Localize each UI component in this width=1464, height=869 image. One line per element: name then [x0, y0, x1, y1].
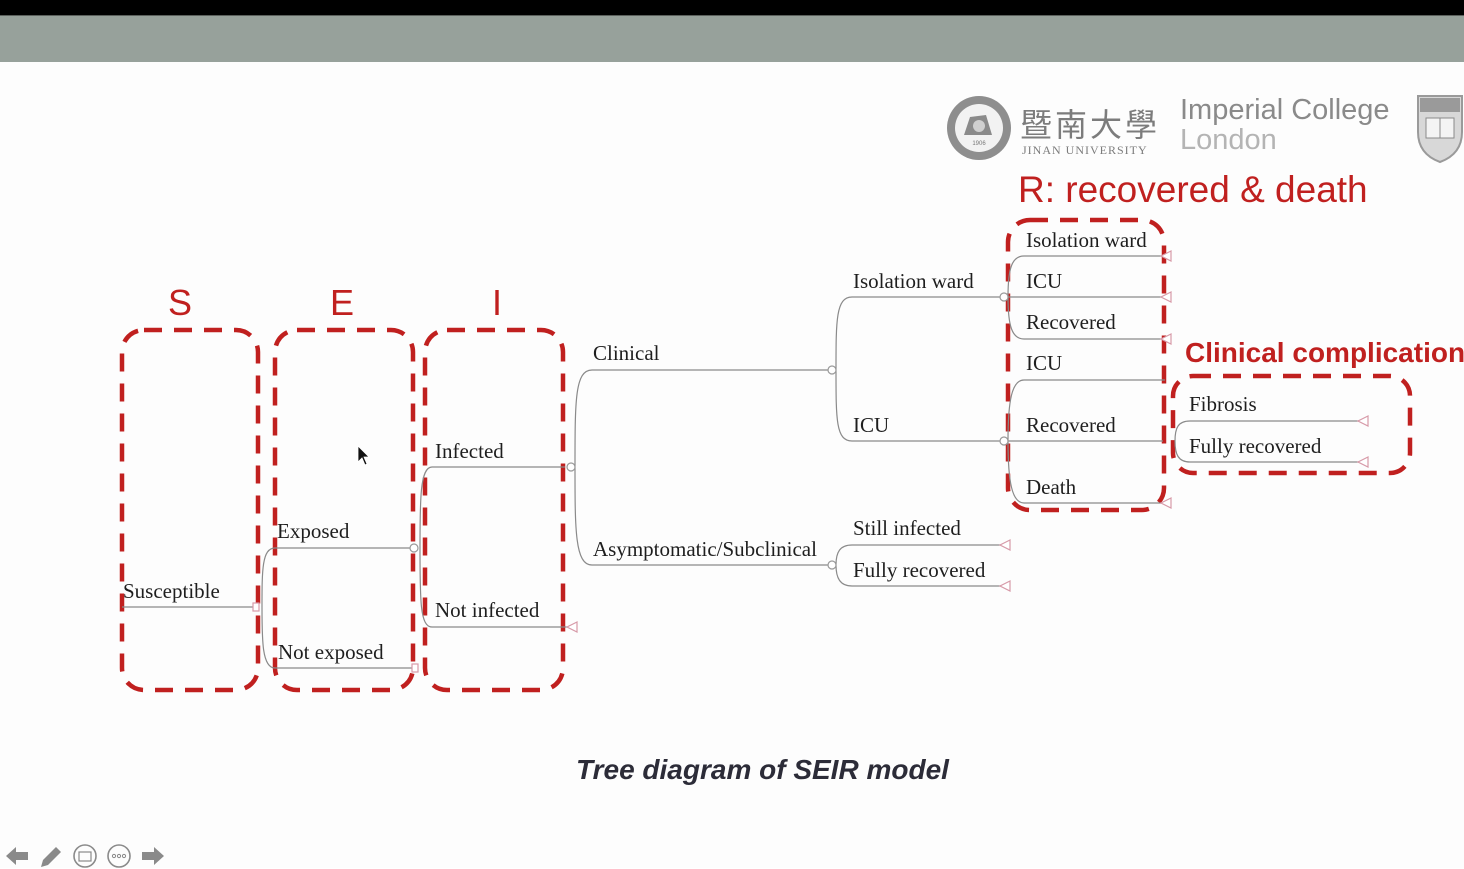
stage-label-s: S: [168, 282, 192, 323]
node-icu: ICU: [853, 413, 889, 437]
terminal-node: [1159, 497, 1172, 509]
terminal-node: [998, 580, 1011, 592]
node-fully-recovered: Fully recovered: [853, 558, 986, 582]
node-fibrosis: Fibrosis: [1189, 392, 1257, 416]
arrow-left-icon: [6, 847, 28, 865]
see-all-slides-button[interactable]: [72, 844, 98, 868]
node-asymptomatic: Asymptomatic/Subclinical: [593, 537, 817, 561]
node-still-infected: Still infected: [853, 516, 961, 540]
complication-box: [1170, 373, 1413, 476]
terminal-node: [1159, 291, 1172, 303]
terminal-node: [1356, 456, 1369, 468]
stage-box-r: [1005, 217, 1167, 513]
chance-node: [999, 436, 1009, 446]
terminal-node: [1159, 333, 1172, 345]
decision-node: [411, 663, 419, 673]
node-not-infected: Not infected: [435, 598, 540, 622]
node-icu-death: Death: [1026, 475, 1077, 499]
chance-node: [566, 462, 576, 472]
decision-node: [252, 602, 260, 612]
node-isolation-ward: Isolation ward: [853, 269, 974, 293]
node-iw-icu: ICU: [1026, 269, 1062, 293]
slide-caption: Tree diagram of SEIR model: [576, 754, 949, 785]
presentation-header-bar: [0, 15, 1464, 62]
terminal-node: [565, 621, 578, 633]
window-top-bar: [0, 0, 1464, 15]
more-options-button[interactable]: [106, 844, 132, 868]
node-iw-recovered: Recovered: [1026, 310, 1116, 334]
jinan-logo-english: JINAN UNIVERSITY: [1022, 143, 1148, 157]
imperial-line1: Imperial College: [1180, 94, 1390, 126]
node-not-exposed: Not exposed: [278, 640, 384, 664]
node-icu-recovered: Recovered: [1026, 413, 1116, 437]
terminal-node: [998, 539, 1011, 551]
more-icon: [107, 844, 131, 868]
node-exposed: Exposed: [277, 519, 350, 543]
next-slide-button[interactable]: [140, 844, 166, 868]
stage-label-r: R: recovered & death: [1018, 169, 1368, 210]
imperial-line2: London: [1180, 124, 1277, 156]
complication-label: Clinical complication: [1185, 337, 1464, 368]
node-clinical: Clinical: [593, 341, 660, 365]
stage-label-e: E: [330, 282, 354, 323]
stage-box-i: [422, 327, 566, 693]
node-infected: Infected: [435, 439, 504, 463]
chance-node: [999, 292, 1009, 302]
jinan-logo-chinese: 暨南大學: [1020, 106, 1161, 144]
pen-tool-button[interactable]: [38, 844, 64, 868]
arrow-right-icon: [142, 847, 164, 865]
chance-node: [827, 365, 837, 375]
prev-slide-button[interactable]: [4, 844, 30, 868]
chance-node: [827, 560, 837, 570]
presentation-toolbar: [4, 844, 166, 868]
stage-box-s: [119, 327, 261, 693]
slides-icon: [73, 844, 97, 868]
imperial-college-logo: Imperial College London: [1180, 95, 1390, 155]
pencil-icon: [41, 847, 61, 867]
terminal-node: [1356, 415, 1369, 427]
hku-crest-icon: [1417, 95, 1463, 164]
node-iw-isolation-ward: Isolation ward: [1026, 228, 1147, 252]
jinan-university-seal-icon: 1906: [947, 96, 1011, 160]
mouse-cursor-icon: [357, 445, 370, 466]
seal-year: 1906: [972, 141, 986, 147]
node-susceptible: Susceptible: [123, 579, 220, 603]
terminal-node: [1159, 250, 1172, 262]
slide-canvas: [0, 62, 1464, 868]
stage-box-e: [272, 327, 416, 693]
node-comp-fully-recovered: Fully recovered: [1189, 434, 1322, 458]
node-icu-icu: ICU: [1026, 351, 1062, 375]
chance-node: [409, 543, 419, 553]
stage-label-i: I: [492, 282, 502, 323]
